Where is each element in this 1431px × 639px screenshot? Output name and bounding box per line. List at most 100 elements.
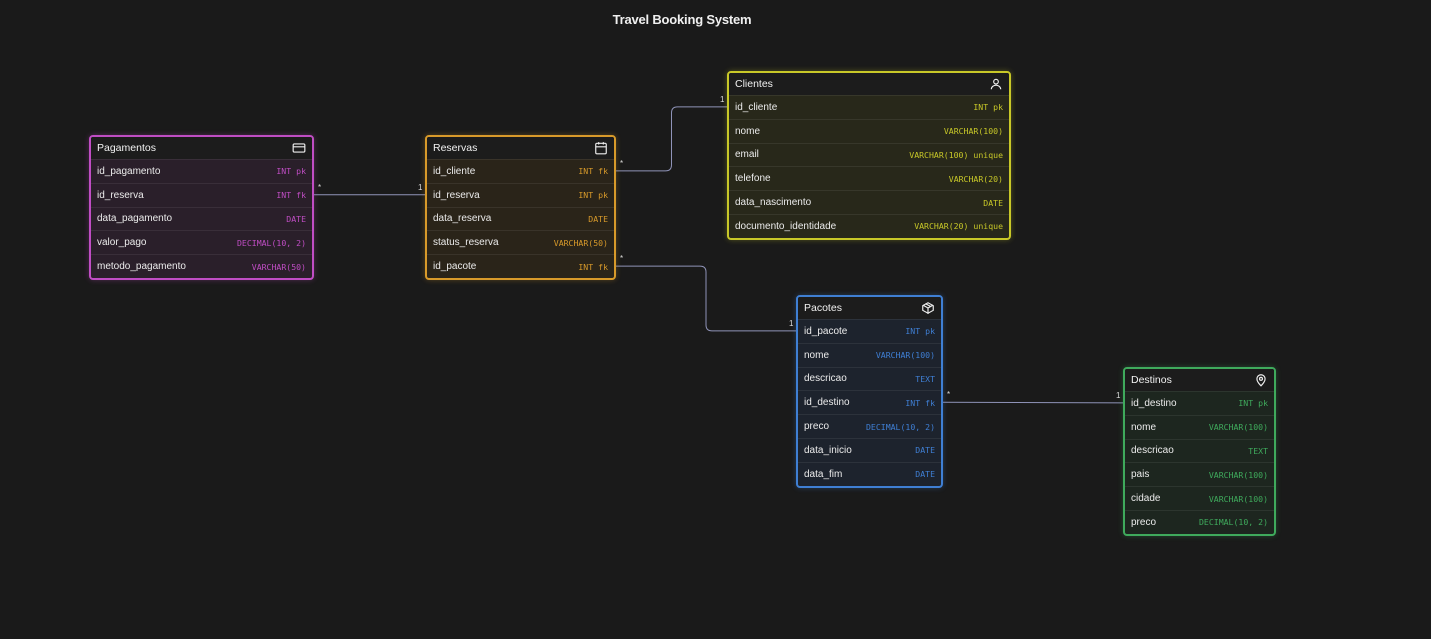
column-type-value: VARCHAR(50)	[553, 237, 608, 248]
column-type-value: INT	[578, 261, 594, 272]
cardinality-label: *	[318, 182, 322, 192]
table-header[interactable]: Reservas	[427, 137, 614, 159]
column-type-value: DECIMAL(10, 2)	[1198, 517, 1268, 528]
column-name: cidade	[1131, 493, 1161, 505]
cardinality-label: *	[620, 158, 624, 168]
column-type-value: VARCHAR(100)	[875, 350, 935, 361]
table-header[interactable]: Pagamentos	[91, 137, 312, 159]
column-type-value: VARCHAR(100)	[1208, 422, 1268, 433]
credit-card-icon	[292, 141, 306, 155]
column-type: VARCHAR(100)	[1209, 494, 1268, 504]
column-name: id_reserva	[433, 189, 480, 201]
column-name: nome	[1131, 421, 1157, 433]
column-type-value: DATE	[915, 445, 935, 456]
column-name: data_pagamento	[97, 213, 173, 225]
column-type: DATE	[286, 214, 306, 224]
column-name: data_reserva	[433, 213, 492, 225]
column-name: data_fim	[804, 468, 843, 480]
column-name: documento_identidade	[735, 220, 837, 232]
column-type-value: VARCHAR(100)	[943, 126, 1003, 137]
column-type-value: INT	[276, 190, 292, 201]
column-row[interactable]: cidade VARCHAR(100)	[1125, 486, 1274, 510]
column-name: id_cliente	[735, 101, 778, 113]
column-name: id_cliente	[433, 165, 476, 177]
column-constraint: pk	[1258, 398, 1268, 409]
column-type: DECIMAL(10, 2)	[1199, 517, 1268, 527]
column-name: id_pacote	[804, 325, 848, 337]
column-row[interactable]: nome VARCHAR(100)	[1125, 414, 1274, 439]
table-header[interactable]: Clientes	[729, 73, 1009, 95]
column-type: VARCHAR(100)	[944, 126, 1003, 136]
column-row[interactable]: data_pagamento DATE	[91, 206, 312, 231]
column-type: VARCHAR(20)	[949, 174, 1003, 184]
column-row[interactable]: data_fim DATE	[798, 461, 941, 486]
column-row[interactable]: data_inicio DATE	[798, 437, 941, 462]
column-type-value: TEXT	[915, 373, 935, 384]
column-type-value: INT	[973, 102, 989, 113]
column-type: VARCHAR(100)	[876, 350, 935, 360]
column-constraint: pk	[993, 102, 1003, 113]
column-constraint: fk	[296, 190, 306, 201]
relationship-line	[616, 265, 796, 332]
table-header[interactable]: Pacotes	[798, 297, 941, 319]
column-type: DATE	[588, 214, 608, 224]
column-type-value: DECIMAL(10, 2)	[236, 237, 306, 248]
column-row[interactable]: id_cliente INT pk	[729, 95, 1009, 119]
column-name: email	[735, 149, 759, 161]
package-icon	[921, 301, 935, 315]
column-name: pais	[1131, 469, 1150, 481]
column-type: TEXT	[915, 374, 935, 384]
cardinality-label: *	[947, 390, 951, 400]
column-name: data_inicio	[804, 444, 852, 456]
column-row[interactable]: nome VARCHAR(100)	[798, 342, 941, 367]
column-type: INT fk	[276, 190, 306, 200]
column-row[interactable]: data_reserva DATE	[427, 206, 614, 231]
user-icon	[989, 77, 1003, 91]
map-pin-icon	[1254, 373, 1268, 387]
column-type-value: TEXT	[1248, 445, 1268, 456]
cardinality-label: 1	[1116, 390, 1121, 400]
relationship-line	[616, 106, 727, 172]
table-header[interactable]: Destinos	[1125, 369, 1274, 391]
column-type: VARCHAR(100)	[1209, 422, 1268, 432]
column-constraint: fk	[925, 397, 935, 408]
column-type: VARCHAR(100)unique	[909, 150, 1003, 160]
column-type: DECIMAL(10, 2)	[866, 422, 935, 432]
column-type-value: DATE	[983, 197, 1003, 208]
column-type-value: DATE	[915, 469, 935, 480]
column-type-value: DATE	[286, 213, 306, 224]
column-type-value: INT	[1238, 398, 1254, 409]
column-row[interactable]: email VARCHAR(100)unique	[729, 142, 1009, 167]
column-name: nome	[804, 349, 830, 361]
